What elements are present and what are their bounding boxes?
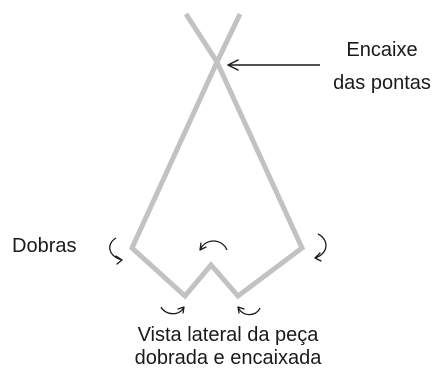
curved-arrow-icon bbox=[237, 306, 261, 316]
curved-arrow-icon bbox=[314, 233, 327, 262]
caption-line2: dobrada e encaixada bbox=[135, 347, 323, 369]
caption-line1: Vista lateral da peça bbox=[138, 324, 320, 346]
arrow-left-icon bbox=[227, 59, 320, 71]
curved-arrow-icon bbox=[199, 240, 228, 251]
folds-label: Dobras bbox=[12, 235, 76, 257]
curved-arrow-icon bbox=[160, 306, 185, 315]
folded-piece-outline bbox=[128, 12, 306, 300]
tip-joint-label-line1: Encaixe bbox=[346, 39, 417, 61]
tip-joint-label-line2: das pontas bbox=[333, 72, 431, 94]
curved-arrow-icon bbox=[109, 237, 123, 265]
